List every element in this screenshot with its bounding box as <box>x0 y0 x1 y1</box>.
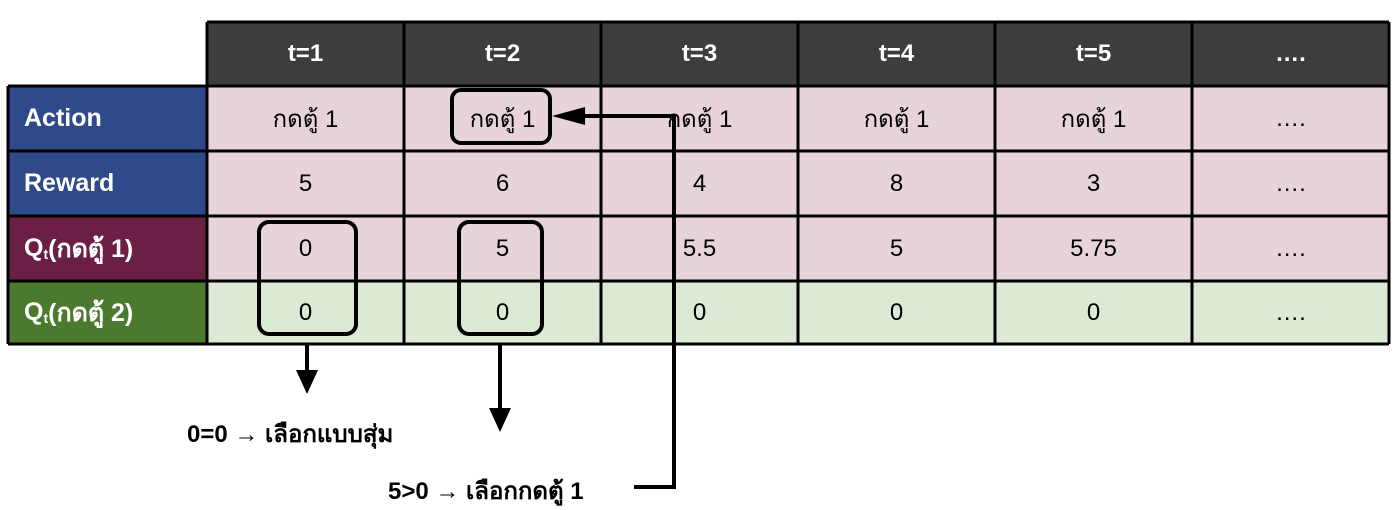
action-cell-t1: กดตู้ 1 <box>207 86 404 151</box>
action-cell-t4: กดตู้ 1 <box>798 86 995 151</box>
highlight-box-t2-action <box>450 88 552 145</box>
q1-cell-t4: 5 <box>798 216 995 281</box>
column-header-t1: t=1 <box>207 22 404 86</box>
row-label-q2-letter: Q <box>24 298 44 326</box>
row-label-q1-subscript: t <box>43 245 49 262</box>
column-header-t3: t=3 <box>601 22 798 86</box>
q1-cell-t3: 5.5 <box>601 216 798 281</box>
arrow-head-down-choose <box>489 408 511 432</box>
q2-cell-t3: 0 <box>601 281 798 344</box>
column-header-more: …. <box>1192 22 1389 86</box>
note-random-choice: 0=0 → เลือกแบบสุ่ม <box>187 421 394 448</box>
q2-cell-more: …. <box>1192 281 1389 344</box>
row-label-q2-subscript: t <box>43 309 49 326</box>
column-header-t4: t=4 <box>798 22 995 86</box>
row-label-q1-letter: Q <box>24 234 44 262</box>
column-header-t5: t=5 <box>995 22 1192 86</box>
q1-cell-t5: 5.75 <box>995 216 1192 281</box>
q1-cell-t1: 0 <box>207 216 404 281</box>
action-cell-more: …. <box>1192 86 1389 151</box>
row-label-q2-suffix: (กดตู้ 2) <box>48 298 134 327</box>
reward-cell-t3: 4 <box>601 151 798 216</box>
action-cell-t5: กดตู้ 1 <box>995 86 1192 151</box>
arrow-head-left-action <box>552 107 585 125</box>
arrow-head-down-random <box>296 370 318 394</box>
reward-cell-more: …. <box>1192 151 1389 216</box>
q2-cell-t5: 0 <box>995 281 1192 344</box>
note-choose-machine1: 5>0 → เลือกกดตู้ 1 <box>388 478 584 505</box>
column-header-t2: t=2 <box>404 22 601 86</box>
row-label-q1-suffix: (กดตู้ 1) <box>48 234 134 263</box>
reward-cell-t4: 8 <box>798 151 995 216</box>
row-label-reward-text: Reward <box>24 169 115 197</box>
reward-cell-t1: 5 <box>207 151 404 216</box>
q2-cell-t4: 0 <box>798 281 995 344</box>
reward-cell-t2: 6 <box>404 151 601 216</box>
action-cell-t3: กดตู้ 1 <box>601 86 798 151</box>
q1-cell-t2: 5 <box>404 216 601 281</box>
q1-cell-more: …. <box>1192 216 1389 281</box>
arrow-line-return <box>585 114 676 489</box>
row-label-reward: Reward <box>8 151 207 216</box>
row-label-action: Action <box>8 86 207 151</box>
reward-cell-t5: 3 <box>995 151 1192 216</box>
highlight-box-t2-q-values <box>457 220 544 336</box>
highlight-box-t1-q-values <box>257 220 358 336</box>
row-label-action-text: Action <box>24 104 102 132</box>
